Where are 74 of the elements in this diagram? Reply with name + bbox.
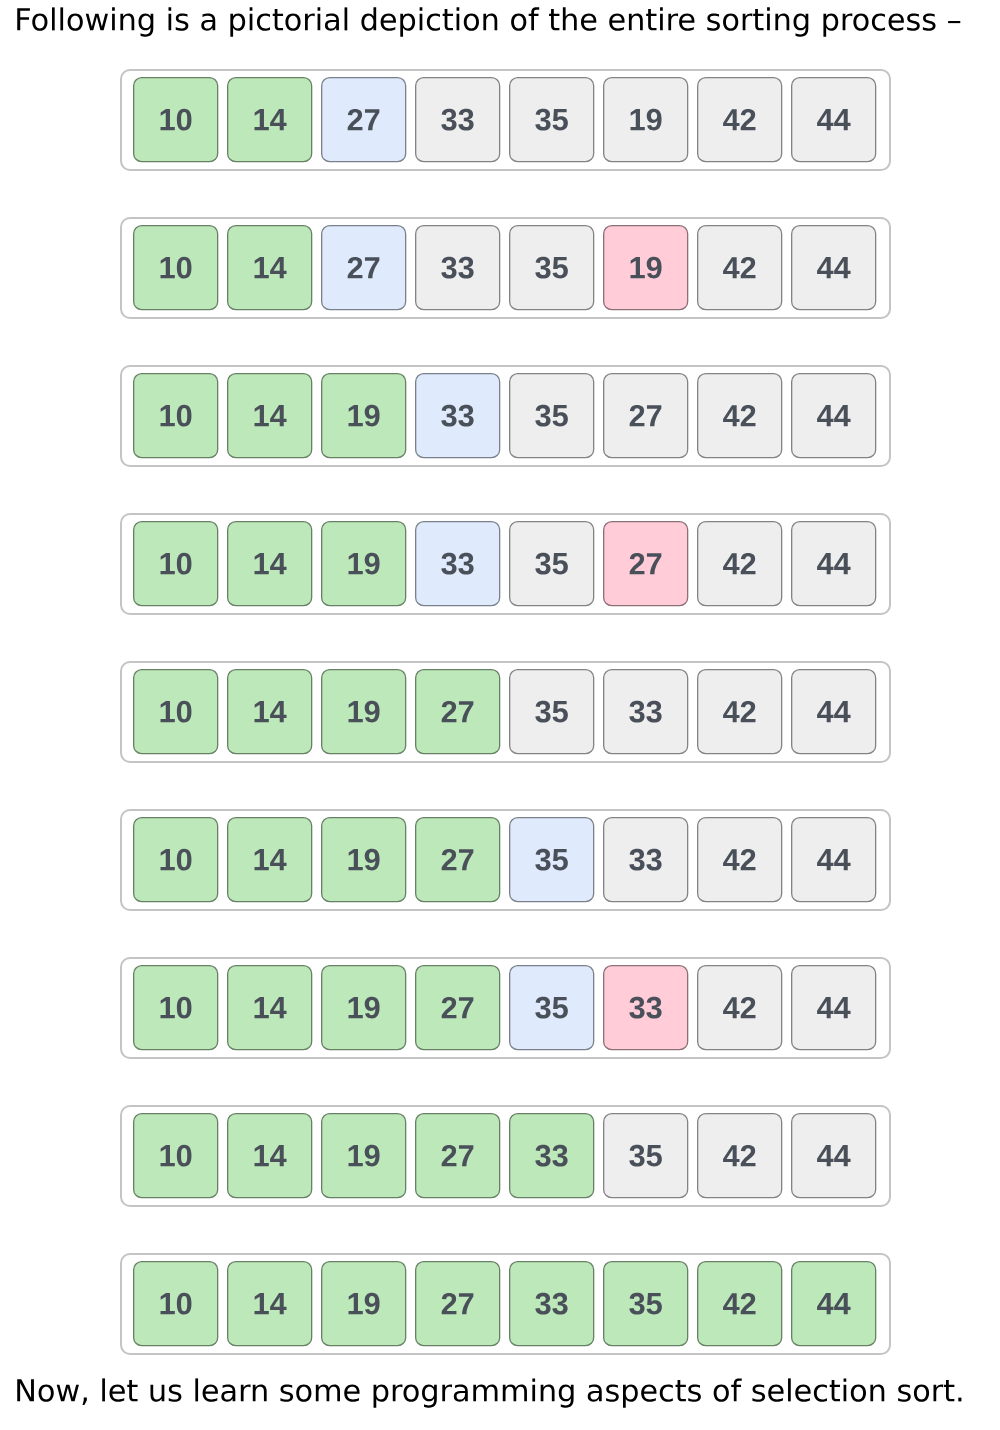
array-cell: 10: [133, 1113, 219, 1199]
array-cell: 42: [697, 373, 783, 459]
array-cell: 44: [791, 77, 877, 163]
array-cell: 14: [227, 373, 313, 459]
array-cell: 27: [321, 77, 407, 163]
array-cell: 42: [697, 225, 783, 311]
array-cell: 14: [227, 1261, 313, 1347]
array-cell: 27: [603, 521, 689, 607]
array-cell: 33: [415, 225, 501, 311]
caption: Now, let us learn some programming aspects of selection sort.: [17, 1378, 962, 1408]
array-cell: 33: [415, 77, 501, 163]
array-cell: 19: [321, 1261, 407, 1347]
array-cell: 33: [603, 669, 689, 755]
array-cell: 42: [697, 669, 783, 755]
array-cell: 35: [603, 1113, 689, 1199]
array-cell: 27: [415, 965, 501, 1051]
array-cell: 19: [321, 965, 407, 1051]
array-cell: 33: [415, 521, 501, 607]
array-cell: 33: [603, 965, 689, 1051]
array-cell: 19: [603, 225, 689, 311]
array-cell: 44: [791, 373, 877, 459]
array-cell: 27: [415, 817, 501, 903]
array-cell: 35: [509, 669, 595, 755]
array-cell: 19: [321, 373, 407, 459]
array-cell: 33: [509, 1113, 595, 1199]
array-cell: 10: [133, 373, 219, 459]
array-cell: 14: [227, 521, 313, 607]
array-cell: 42: [697, 965, 783, 1051]
array-cell: 35: [509, 817, 595, 903]
array-cell: 42: [697, 77, 783, 163]
array-cell: 35: [509, 965, 595, 1051]
array-cell: 10: [133, 1261, 219, 1347]
array-cell: 19: [321, 1113, 407, 1199]
array-cell: 14: [227, 77, 313, 163]
array-cell: 42: [697, 521, 783, 607]
array-cell: 42: [697, 1113, 783, 1199]
array-cell: 10: [133, 225, 219, 311]
array-cell: 33: [603, 817, 689, 903]
array-cell: 44: [791, 521, 877, 607]
array-cell: 19: [321, 817, 407, 903]
array-cell: 35: [603, 1261, 689, 1347]
array-cell: 27: [415, 1261, 501, 1347]
array-cell: 44: [791, 669, 877, 755]
array-cell: 44: [791, 1261, 877, 1347]
array-cell: 19: [321, 669, 407, 755]
array-cell: 10: [133, 77, 219, 163]
array-cell: 14: [227, 669, 313, 755]
array-cell: 35: [509, 225, 595, 311]
array-cell: 10: [133, 817, 219, 903]
array-cell: 10: [133, 669, 219, 755]
array-cell: 14: [227, 225, 313, 311]
array-cell: 42: [697, 1261, 783, 1347]
array-cell: 42: [697, 817, 783, 903]
array-cell: 27: [321, 225, 407, 311]
array-cell: 44: [791, 817, 877, 903]
array-cell: 10: [133, 965, 219, 1051]
array-cell: 33: [509, 1261, 595, 1347]
array-cell: 35: [509, 373, 595, 459]
array-cell: 10: [133, 521, 219, 607]
array-cell: 27: [415, 669, 501, 755]
array-cell: 33: [415, 373, 501, 459]
array-cell: 14: [227, 965, 313, 1051]
array-cell: 44: [791, 225, 877, 311]
title: Following is a pictorial depiction of the entire sorting process –: [17, 7, 961, 37]
array-cell: 14: [227, 1113, 313, 1199]
array-cell: 44: [791, 965, 877, 1051]
array-cell: 19: [321, 521, 407, 607]
array-cell: 27: [415, 1113, 501, 1199]
array-cell: 35: [509, 77, 595, 163]
array-cell: 27: [603, 373, 689, 459]
array-cell: 35: [509, 521, 595, 607]
array-cell: 44: [791, 1113, 877, 1199]
array-cell: 14: [227, 817, 313, 903]
array-cell: 19: [603, 77, 689, 163]
